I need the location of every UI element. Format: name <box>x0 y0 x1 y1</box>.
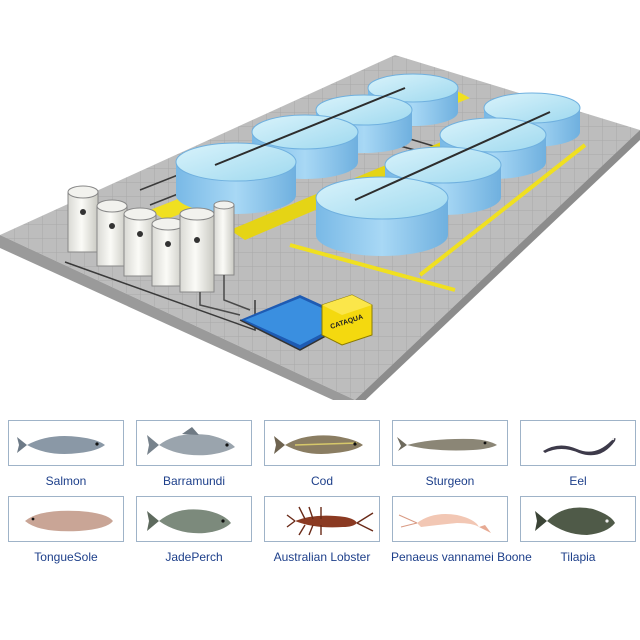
species-card: Australian Lobster <box>263 496 381 564</box>
shrimp-icon <box>392 496 508 542</box>
salmon-icon <box>8 420 124 466</box>
lobster-icon <box>264 496 380 542</box>
species-grid: Salmon Barramundi Cod <box>0 420 640 570</box>
species-label: Sturgeon <box>425 474 475 488</box>
eel-icon <box>520 420 636 466</box>
species-label: Eel <box>569 474 587 488</box>
species-card: Tilapia <box>519 496 637 564</box>
species-label: JadePerch <box>165 550 223 564</box>
cod-icon <box>264 420 380 466</box>
species-card: Salmon <box>7 420 125 488</box>
tilapia-icon <box>520 496 636 542</box>
species-label: Australian Lobster <box>273 550 371 564</box>
species-card: TongueSole <box>7 496 125 564</box>
species-card: Sturgeon <box>391 420 509 488</box>
species-label: TongueSole <box>34 550 98 564</box>
sturgeon-icon <box>392 420 508 466</box>
filter-silos <box>67 185 251 316</box>
species-card: JadePerch <box>135 496 253 564</box>
species-label: Tilapia <box>560 550 596 564</box>
tank <box>315 176 449 256</box>
species-label: Cod <box>310 474 333 488</box>
tongue-sole-icon <box>8 496 124 542</box>
species-label: Salmon <box>45 474 87 488</box>
drum-filter-machine: CATAQUA <box>321 294 373 346</box>
aquaculture-facility-illustration: CATAQUA <box>0 55 640 400</box>
overhead-lines <box>214 87 551 201</box>
species-card: Cod <box>263 420 381 488</box>
species-card: Penaeus vannamei Boone <box>391 496 532 564</box>
jade-perch-icon <box>136 496 252 542</box>
species-card: Barramundi <box>135 420 253 488</box>
tank <box>175 142 297 214</box>
species-label: Penaeus vannamei Boone <box>391 550 532 564</box>
species-card: Eel <box>519 420 637 488</box>
barramundi-icon <box>136 420 252 466</box>
species-label: Barramundi <box>162 474 226 488</box>
